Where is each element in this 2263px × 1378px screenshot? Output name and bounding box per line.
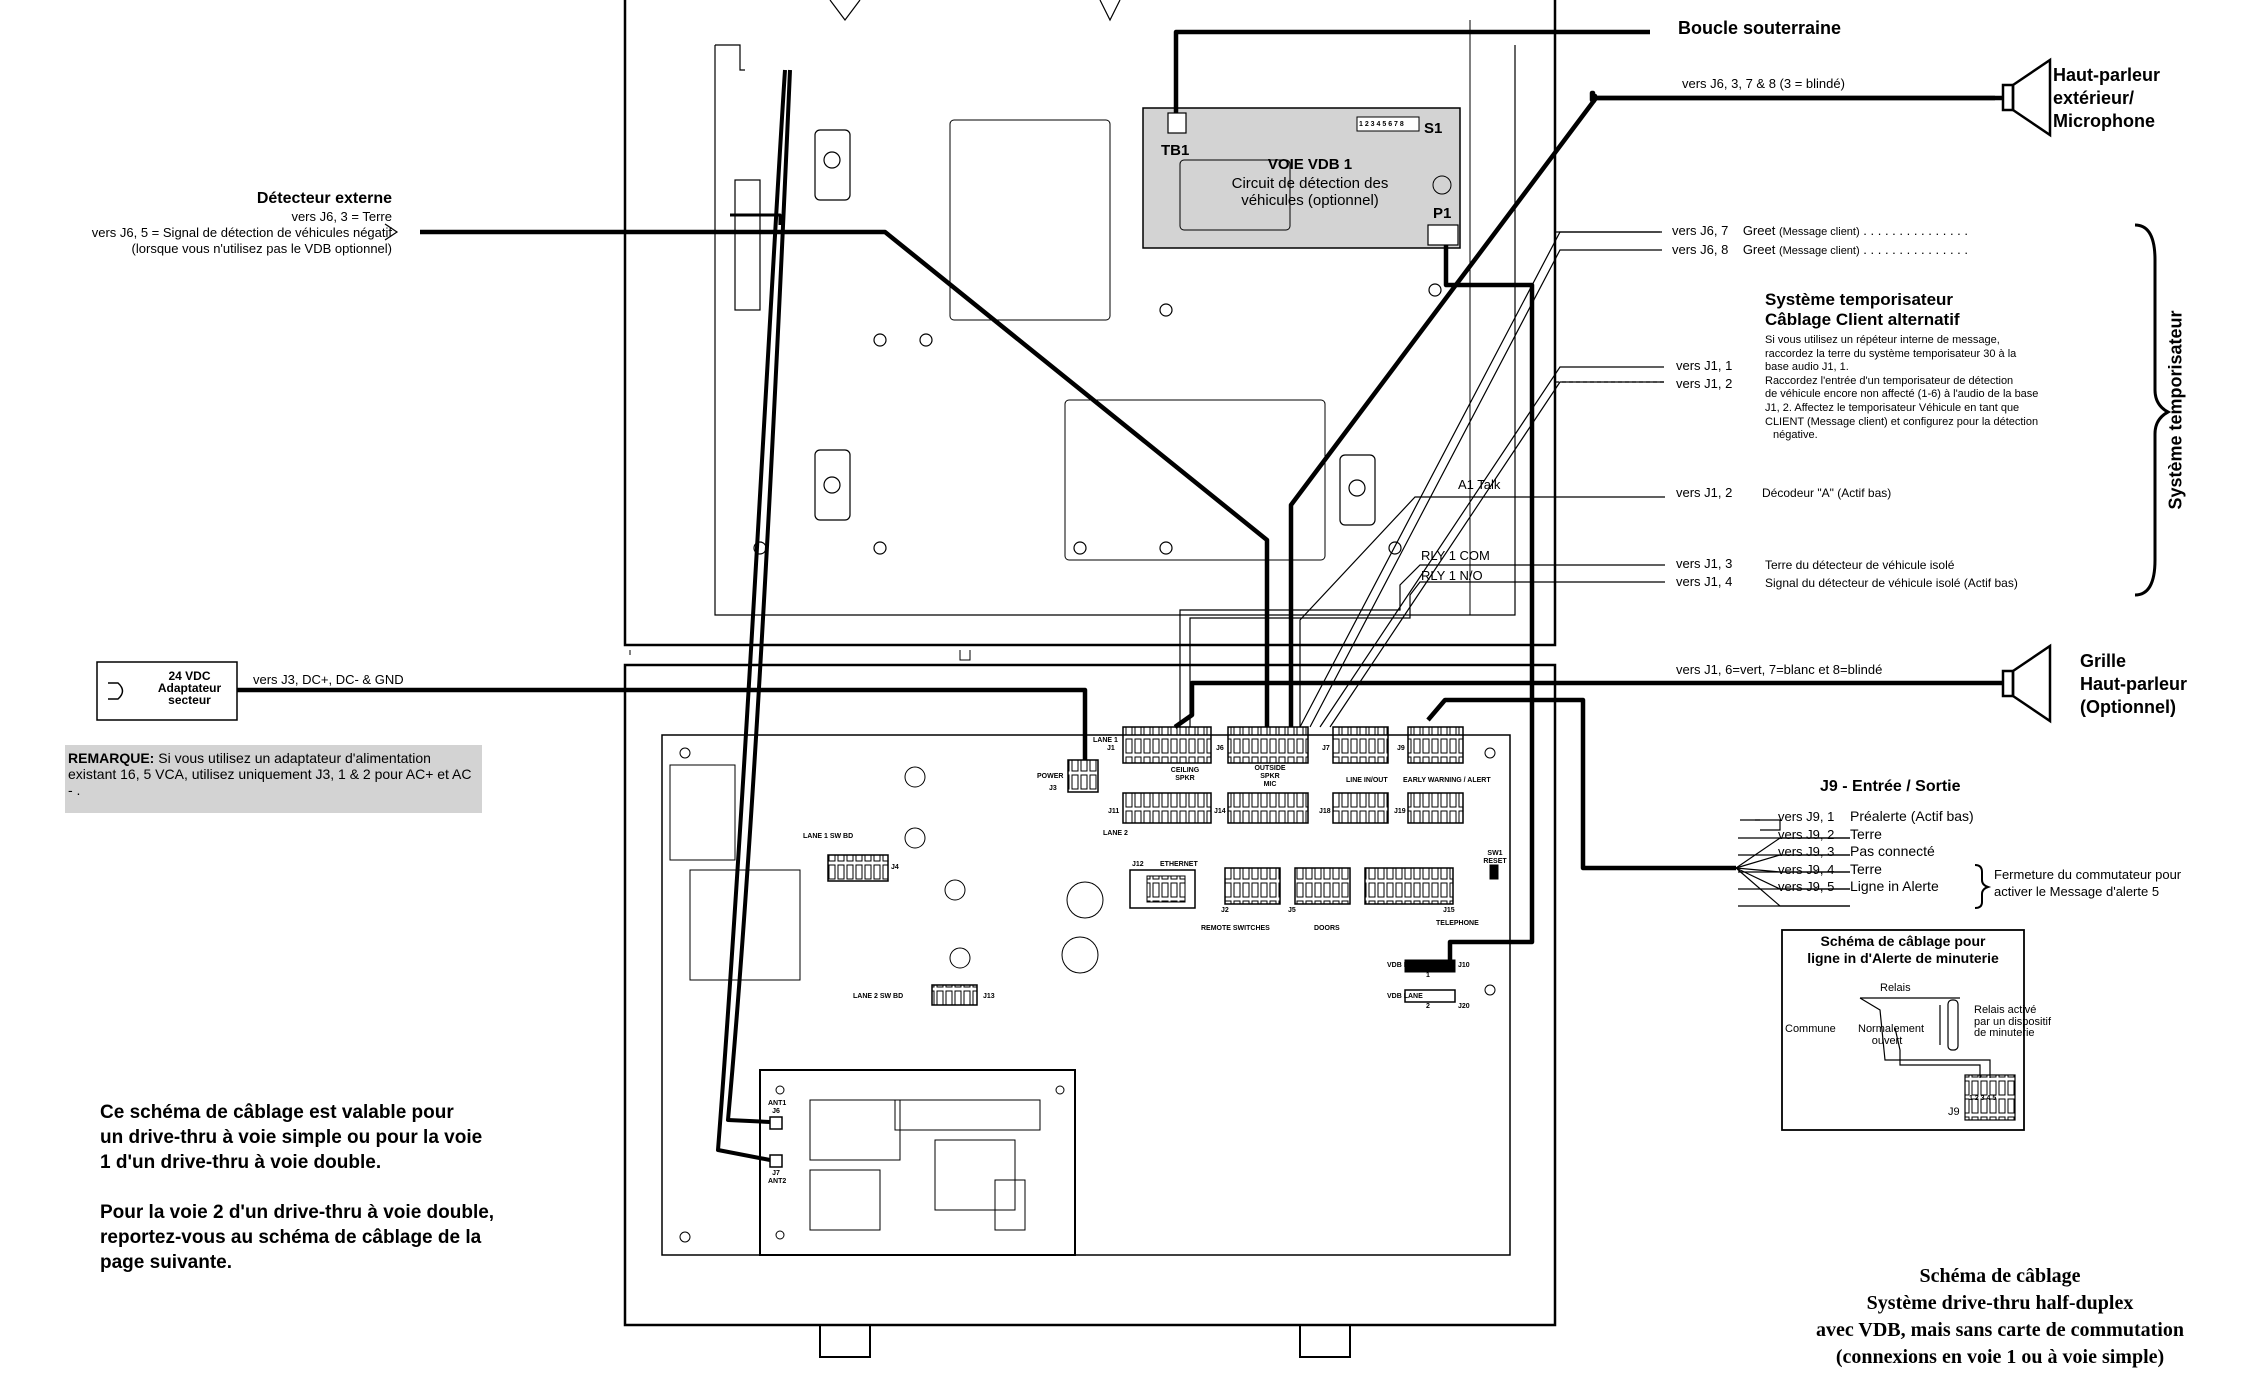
timer-j1-1: vers J1, 1 (1676, 358, 1733, 373)
external-detector-lines: vers J6, 3 = Terre vers J6, 5 = Signal d… (91, 209, 392, 256)
mb-j9: J9 (1397, 745, 1405, 752)
thick-cables (237, 29, 2003, 1162)
grille-title: Grille Haut-parleur (Optionnel) (2080, 651, 2188, 717)
mb-j6: J6 (1216, 745, 1224, 752)
alert-box-relais: Relais (1880, 982, 1911, 994)
j9-title: J9 - Entrée / Sortie (1820, 778, 1961, 795)
grille-wiring: vers J1, 6=vert, 7=blanc et 8=blindé (1676, 662, 1883, 677)
timer-system-desc: Si vous utilisez un répéteur interne de … (1765, 334, 2039, 442)
lane2-note: Pour la voie 2 d'un drive-thru à voie do… (100, 1202, 495, 1273)
mb-early-warning: EARLY WARNING / ALERT (1403, 777, 1491, 784)
lower-enclosure (623, 663, 1557, 1358)
vdb-board (1142, 107, 1461, 249)
mb-j4: J4 (891, 864, 899, 871)
mb-j5: J5 (1288, 907, 1296, 914)
relay-to-3: vers J1, 3 (1676, 556, 1733, 571)
mb-doors: DOORS (1314, 925, 1340, 932)
a1-talk-to: vers J1, 2 (1676, 485, 1733, 500)
relay-desc-4: Signal du détecteur de véhicule isolé (A… (1765, 576, 2018, 590)
outdoor-speaker-wiring: vers J6, 3, 7 & 8 (3 = blindé) (1682, 76, 1845, 91)
alert-box-activated: Relais activé par un dispositif de minut… (1974, 1004, 2052, 1039)
mb-vdb-lane1-n: 1 (1426, 972, 1430, 979)
mb-j13: J13 (983, 993, 995, 1000)
mb-ethernet: ETHERNET (1160, 861, 1198, 868)
relay-to-4: vers J1, 4 (1676, 574, 1733, 589)
main-board-connectors (769, 726, 1499, 1168)
grille-speaker-icon (2001, 643, 2052, 724)
outdoor-speaker-icon (2001, 57, 2052, 138)
adapter-title: 24 VDC Adaptateur secteur (157, 669, 222, 707)
mb-j20: J20 (1458, 1003, 1470, 1010)
adapter-wiring: vers J3, DC+, DC- & GND (253, 672, 404, 687)
mb-power: POWER (1037, 773, 1064, 780)
timer-system-title: Système temporisateur Câblage Client alt… (1765, 290, 1960, 329)
timer-j1-2: vers J1, 2 (1676, 376, 1733, 391)
alert-box-title: Schéma de câblage pour ligne in d'Alerte… (1807, 933, 1999, 966)
mb-j11: J11 (1108, 808, 1120, 815)
mb-vdb-lane2-n: 2 (1426, 1003, 1430, 1010)
mb-lane2: LANE 2 (1103, 830, 1128, 837)
greet-row-1: vers J6, 7 Greet (Message client) . . . … (1672, 223, 1969, 238)
mb-j7: J7 (1322, 745, 1330, 752)
alert-box-pins: 1 2 3 4 5 (1969, 1095, 1997, 1102)
mb-j15: J15 (1443, 907, 1455, 914)
vdb-desc: Circuit de détection des véhicules (opti… (1231, 175, 1389, 209)
outdoor-speaker-title: Haut-parleur extérieur/ Microphone (2053, 65, 2161, 131)
relay-com-label: RLY 1 COM (1421, 548, 1490, 563)
relay-no-label: RLY 1 N/O (1421, 568, 1483, 583)
braces (1974, 223, 2172, 909)
note-background (65, 745, 482, 813)
mb-j19: J19 (1394, 808, 1406, 815)
alert-box-commune: Commune (1785, 1023, 1836, 1035)
vdb-p1-label: P1 (1433, 205, 1452, 222)
relay-desc-3: Terre du détecteur de véhicule isolé (1765, 558, 1955, 572)
greet-row-2: vers J6, 8 Greet (Message client) . . . … (1672, 242, 1969, 257)
mb-j18: J18 (1319, 808, 1331, 815)
footer-title: Schéma de câblage Système drive-thru hal… (1816, 1265, 2184, 1368)
thin-wires (384, 223, 2025, 1131)
mb-telephone: TELEPHONE (1436, 920, 1479, 927)
vdb-tb1-label: TB1 (1161, 142, 1190, 159)
mb-j3: J3 (1049, 785, 1057, 792)
a1-talk-label: A1 Talk (1458, 477, 1501, 492)
loop-title: Boucle souterraine (1678, 18, 1842, 38)
vdb-s1-label: S1 (1424, 120, 1443, 137)
vdb-dip-pins: 1 2 3 4 5 6 7 8 (1359, 121, 1404, 128)
note-text: REMARQUE: Si vous utilisez un adaptateur… (68, 750, 472, 798)
a1-talk-desc: Décodeur "A" (Actif bas) (1762, 486, 1892, 500)
mb-line-in-out: LINE IN/OUT (1346, 777, 1388, 784)
mb-j1: J1 (1107, 745, 1115, 752)
mb-vdb-lane2: VDB LANE (1387, 993, 1423, 1000)
validity-note: Ce schéma de câblage est valable pour un… (100, 1102, 483, 1173)
mb-lane1: LANE 1 (1093, 737, 1118, 744)
alert-box-j9: J9 (1948, 1106, 1960, 1118)
mb-j14: J14 (1214, 808, 1226, 815)
mb-j12: J12 (1132, 861, 1144, 868)
mb-j10: J10 (1458, 962, 1470, 969)
alert-box-normal: Normalement ouvert (1858, 1023, 1925, 1047)
mb-j2: J2 (1221, 907, 1229, 914)
mb-vdb-lane1: VDB LANE (1387, 962, 1423, 969)
external-detector-title: Détecteur externe (256, 190, 392, 207)
j9-closure: Fermeture du commutateur pour activer le… (1994, 867, 2182, 899)
mb-lane2-sw: LANE 2 SW BD (853, 993, 904, 1000)
mb-remote-switches: REMOTE SWITCHES (1201, 925, 1270, 932)
timer-system-side-label: Système temporisateur (2165, 310, 2186, 510)
vdb-title: VOIE VDB 1 (1267, 156, 1353, 173)
mb-lane1-sw: LANE 1 SW BD (803, 833, 854, 840)
